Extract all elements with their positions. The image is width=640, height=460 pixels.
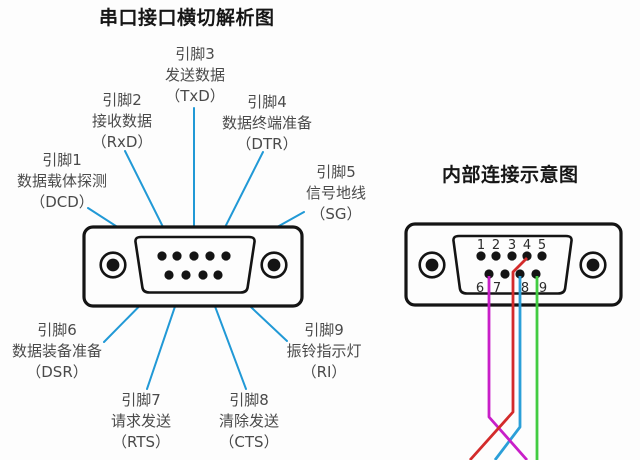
pin4-name: 引脚4 [247,93,287,111]
right-pin-numbers: 1 2 3 4 5 6 7 8 9 [476,238,547,296]
connection-wires [468,257,539,460]
right-screw-hole-left [425,258,439,272]
pin9-function: 振铃指示灯 [286,342,362,360]
wire-pin8-blue [493,276,522,460]
pin7-function: 请求发送 [110,412,172,430]
right-pin8-dot [515,269,525,279]
pin4-label: 引脚4 数据终端准备 （DTR） [222,92,312,155]
pin3-dot [189,251,199,261]
pin5-dot [221,251,231,261]
left-db9-connector [82,225,304,308]
pin6-label: 引脚6 数据装备准备 （DSR） [12,320,102,383]
pin9-abbr: （RI） [301,363,347,381]
pin5-function: 信号地线 [305,184,367,202]
pin8-dot [198,270,208,280]
pin4-function: 数据终端准备 [221,114,313,132]
pin8-name: 引脚8 [229,391,269,409]
pin7-dot [181,270,191,280]
right-pin3-dot [507,251,517,261]
right-pin5-dot [537,251,547,261]
right-pin2-dot [491,251,501,261]
pin6-dot [164,270,174,280]
left-diagram-title: 串口接口横切解析图 [99,7,275,29]
pin4-abbr: （DTR） [236,135,298,153]
pin-number-4: 4 [523,238,531,253]
right-pin6-dot [484,269,494,279]
pin-number-6: 6 [476,281,484,296]
pin5-name: 引脚5 [316,163,356,181]
pin9-dot [213,270,223,280]
pin9-name: 引脚9 [304,321,344,339]
left-screw-hole-ring-left [99,251,127,279]
pin-number-2: 2 [492,238,500,253]
pin1-abbr: （DCD） [30,193,94,211]
pin1-function: 数据载体探测 [16,172,108,190]
pin9-label: 引脚9 振铃指示灯 （RI） [286,320,361,383]
left-screw-hole-right [267,258,281,272]
pin-number-8: 8 [521,281,529,296]
pin2-dot [172,251,182,261]
pin1-name: 引脚1 [42,151,82,169]
pin3-abbr: （TxD） [165,87,225,105]
wire-pin6-magenta [487,276,529,460]
right-pin1-dot [476,251,486,261]
pin2-function: 接收数据 [91,112,153,130]
pin7-name: 引脚7 [121,391,161,409]
left-dsub-shell [134,235,256,294]
wire-pin4-red [468,257,528,460]
left-screw-hole-left [106,258,120,272]
pin2-label: 引脚2 接收数据 （RxD） [92,90,153,153]
pin-number-1: 1 [477,238,485,253]
pin4-dot [205,251,215,261]
pin-number-3: 3 [508,238,516,253]
pin8-abbr: （CTS） [219,433,279,451]
right-pin4-dot [522,251,532,261]
pin3-name: 引脚3 [175,45,215,63]
pin6-abbr: （DSR） [26,363,88,381]
right-diagram-title: 内部连接示意图 [442,164,579,186]
pin-number-7: 7 [493,281,501,296]
pin1-label: 引脚1 数据载体探测 （DCD） [17,150,107,213]
pin3-function: 发送数据 [164,66,226,84]
pin5-abbr: （SG） [310,205,362,223]
pin6-name: 引脚6 [37,321,77,339]
pin2-name: 引脚2 [102,91,142,109]
left-pins [157,251,231,280]
pin8-function: 清除发送 [218,412,280,430]
right-pin7-dot [500,269,510,279]
pin-number-9: 9 [539,281,547,296]
right-dsub-shell [452,234,573,295]
pin6-function: 数据装备准备 [11,342,103,360]
right-screw-hole-ring-right [579,251,607,279]
pin-number-5: 5 [538,238,546,253]
left-screw-hole-ring-right [260,251,288,279]
pin7-abbr: （RTS） [111,433,171,451]
right-screw-hole-ring-left [418,251,446,279]
pin2-abbr: （RxD） [91,133,153,151]
pin3-label: 引脚3 发送数据 （TxD） [165,44,225,107]
pin8-label: 引脚8 清除发送 （CTS） [219,390,279,453]
pin5-label: 引脚5 信号地线 （SG） [306,162,366,225]
right-screw-hole-right [586,258,600,272]
pin7-label: 引脚7 请求发送 （RTS） [111,390,171,453]
pin1-dot [157,251,167,261]
right-db9-connector [404,222,623,307]
